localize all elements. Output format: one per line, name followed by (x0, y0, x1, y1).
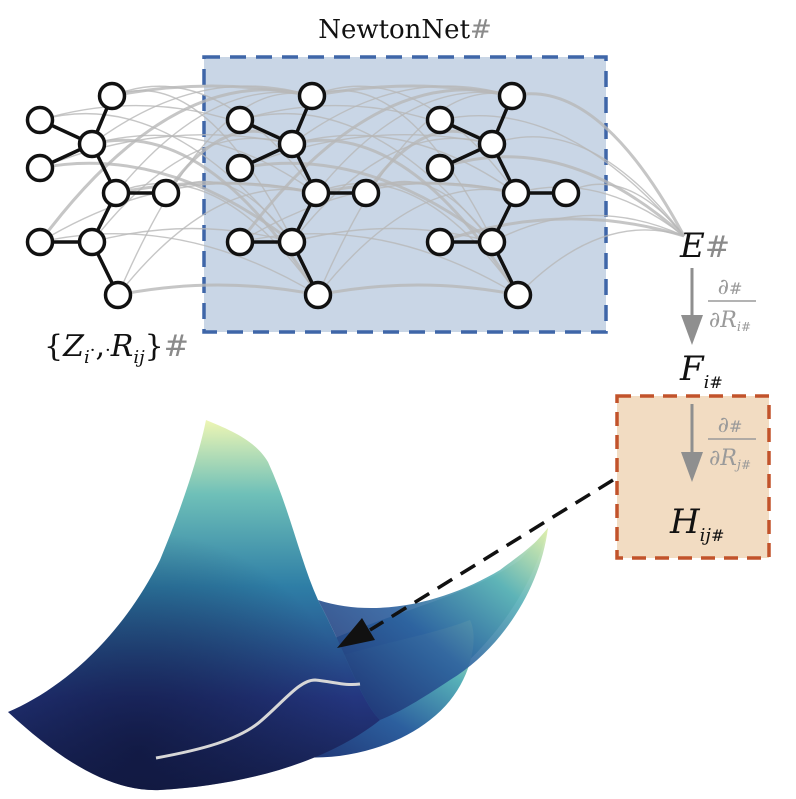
message-edge (115, 182, 319, 296)
message-edge (515, 186, 685, 237)
message-edge (91, 137, 293, 243)
derivative-2-numerator: ∂# (718, 413, 743, 438)
molecule-graph-layer-3 (425, 81, 581, 310)
atom-node (425, 105, 455, 135)
message-edge (239, 232, 519, 296)
message-edge (517, 229, 685, 296)
derivative-2-denominator: ∂Rj# (709, 446, 751, 473)
energy-label: E# (679, 226, 730, 266)
message-edge (238, 88, 513, 243)
hessian-label: Hij# (669, 502, 724, 546)
atom-node (103, 280, 133, 310)
atom-node (25, 153, 55, 183)
message-edge (317, 92, 513, 296)
atom-node (277, 227, 307, 257)
message-edge (38, 88, 313, 243)
atom-node (277, 129, 307, 159)
network-title: NewtonNet# (318, 15, 492, 45)
atom-node (25, 105, 55, 135)
force-label: Fi# (679, 349, 723, 393)
message-edge (439, 155, 685, 238)
message-edge (439, 115, 685, 237)
message-edge (117, 283, 319, 297)
hessian-derivative-operator: ∂# ∂Rj# (708, 413, 756, 473)
molecule-graphs (25, 81, 581, 310)
atom-node (77, 227, 107, 257)
molecule-graph-layer-1 (25, 81, 181, 310)
message-edge (39, 161, 293, 244)
atom-node (297, 81, 327, 111)
atom-node (477, 227, 507, 257)
message-edge (491, 214, 685, 243)
atom-node (425, 153, 455, 183)
atom-node (225, 153, 255, 183)
atom-node (101, 178, 131, 208)
message-edge (291, 137, 493, 243)
potential-energy-surface (8, 420, 548, 791)
atom-node (225, 105, 255, 135)
force-to-hessian-arrow (681, 404, 703, 482)
atom-node (225, 227, 255, 257)
atom-node (477, 129, 507, 159)
message-edge (315, 182, 519, 296)
atom-node (97, 81, 127, 111)
atom-node (151, 178, 181, 208)
message-edge (291, 227, 493, 243)
atom-node (503, 280, 533, 310)
atom-node (25, 227, 55, 257)
atom-node (77, 129, 107, 159)
message-edge (317, 283, 519, 297)
atom-node (351, 178, 381, 208)
reaction-path (155, 678, 361, 760)
atom-node (551, 178, 581, 208)
message-edge (491, 136, 685, 237)
energy-to-force-arrow (681, 268, 703, 345)
message-edge (565, 183, 685, 237)
message-edge (39, 232, 319, 296)
atom-node (301, 178, 331, 208)
message-edge (365, 180, 493, 243)
atom-node (501, 178, 531, 208)
message-passing-edges (38, 84, 686, 297)
derivative-1-denominator: ∂Ri# (709, 308, 751, 335)
message-edge (117, 92, 313, 296)
derivative-1-numerator: ∂# (718, 275, 743, 300)
input-label: {Zi·,·Rij}# (44, 329, 189, 368)
atom-node (497, 81, 527, 111)
message-edge (511, 92, 686, 237)
message-edge (91, 227, 293, 243)
message-edge (439, 217, 685, 244)
message-edge (91, 134, 317, 194)
molecule-graph-layer-2 (225, 81, 381, 310)
force-derivative-operator: ∂# ∂Ri# (708, 275, 756, 335)
message-edge (165, 180, 293, 243)
hessian-to-surface-arrow (337, 478, 614, 648)
message-edge (239, 161, 493, 244)
message-edge (291, 134, 517, 194)
atom-node (303, 280, 333, 310)
atom-node (425, 227, 455, 257)
message-edge (317, 188, 517, 296)
message-edge (117, 188, 317, 296)
